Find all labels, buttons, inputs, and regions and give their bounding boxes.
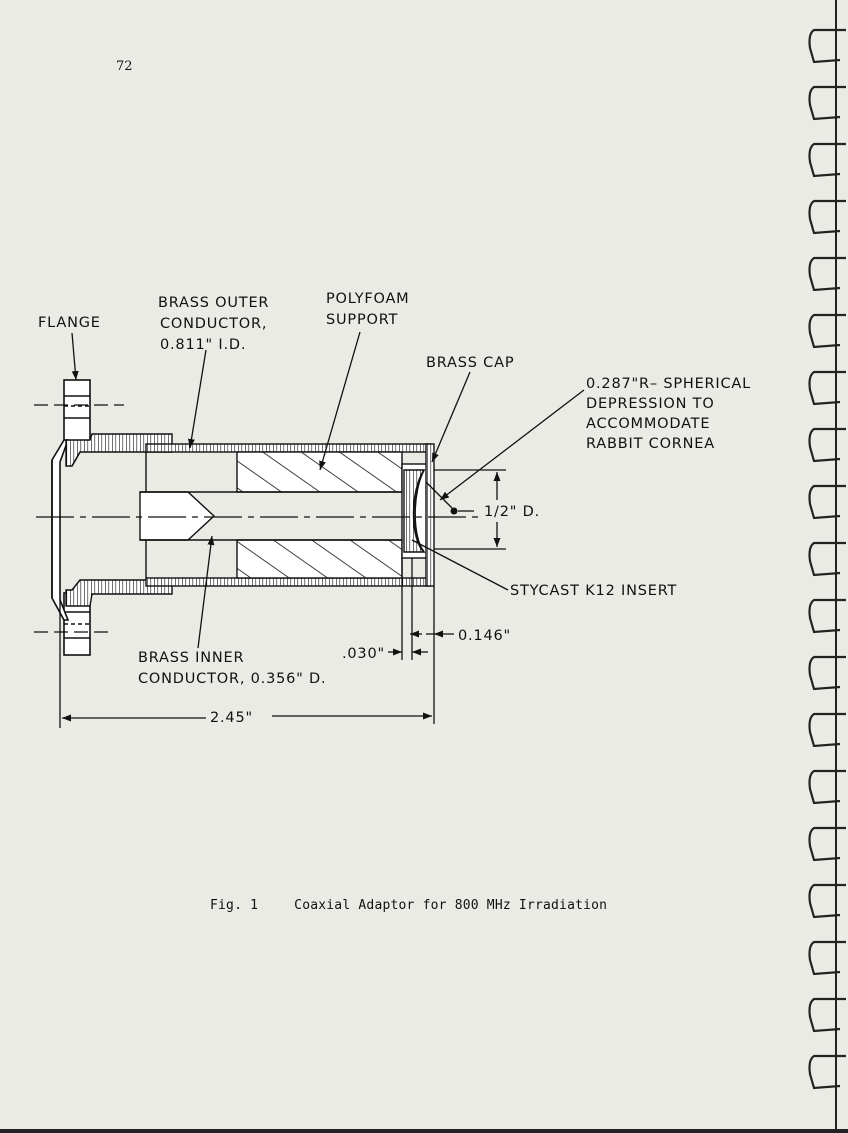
binding-coil (808, 712, 846, 748)
polyfoam-support-top (236, 451, 403, 493)
label-polyfoam-2: SUPPORT (326, 312, 398, 328)
page-number: 72 (116, 59, 133, 74)
binding-coil (808, 655, 846, 691)
label-dim-146: 0.146" (458, 628, 511, 644)
brass-cap-end-wall (425, 443, 435, 587)
binding-coil (808, 940, 846, 976)
label-stycast-insert: STYCAST K12 INSERT (510, 583, 677, 599)
label-outer-conductor-3: 0.811" I.D. (160, 337, 246, 353)
binding-coil (808, 256, 846, 292)
label-spherical-2: DEPRESSION TO (586, 396, 715, 412)
transition-inner-bottom (71, 579, 81, 591)
leader-polyfoam (319, 331, 361, 471)
outer-conductor-wall-bottom (145, 577, 431, 587)
leader-spherical-center (425, 481, 453, 509)
leader-flange (71, 332, 79, 381)
figure-caption: Fig. 1 Coaxial Adaptor for 800 MHz Irradi… (210, 898, 643, 913)
label-polyfoam-1: POLYFOAM (326, 291, 410, 307)
label-outer-conductor-2: CONDUCTOR, (160, 316, 267, 332)
label-brass-cap: BRASS CAP (426, 355, 514, 371)
label-inner-conductor-2: CONDUCTOR, 0.356" D. (138, 671, 326, 687)
label-spherical-1: 0.287"R– SPHERICAL (586, 376, 751, 392)
label-spherical-4: RABBIT CORNEA (586, 436, 715, 452)
binding-coil (808, 541, 846, 577)
leader-stycast-insert (411, 539, 509, 591)
binding-coil (808, 85, 846, 121)
outer-conductor-wall-top (145, 443, 431, 453)
label-spherical-3: ACCOMMODATE (586, 416, 710, 432)
binding-coil (808, 769, 846, 805)
binding-coil (808, 997, 846, 1033)
binding-coil (808, 313, 846, 349)
figure-title: Coaxial Adaptor for 800 MHz Irradiation (294, 898, 608, 913)
leader-spherical (439, 389, 585, 501)
label-flange: FLANGE (38, 315, 101, 331)
polyfoam-support-bottom (236, 539, 403, 579)
binding-coil (808, 370, 846, 406)
label-inner-conductor-1: BRASS INNER (138, 650, 244, 666)
inner-conductor (139, 491, 216, 541)
binding-coil (808, 1054, 846, 1090)
spherical-depression (414, 469, 425, 553)
binding-coil (808, 598, 846, 634)
transition-inner-top (71, 451, 81, 467)
figure-number: Fig. 1 (210, 898, 259, 913)
leader-brass-cap (431, 371, 471, 463)
leader-outer-conductor (187, 349, 207, 449)
binding-coil (808, 427, 846, 463)
label-half-d: 1/2" D. (484, 504, 540, 520)
binding-coil (808, 142, 846, 178)
label-dim-030: .030" (342, 646, 385, 662)
scan-bottom-edge (0, 1129, 848, 1133)
label-dim-245: 2.45" (210, 710, 253, 726)
spiral-binding (808, 0, 846, 1133)
binding-coil (808, 28, 846, 64)
center-point (450, 507, 458, 515)
binding-coil (808, 484, 846, 520)
binding-coil (808, 826, 846, 862)
binding-coil (808, 883, 846, 919)
leader-inner-conductor (197, 535, 215, 649)
binding-coil (808, 199, 846, 235)
label-outer-conductor-1: BRASS OUTER (158, 295, 269, 311)
